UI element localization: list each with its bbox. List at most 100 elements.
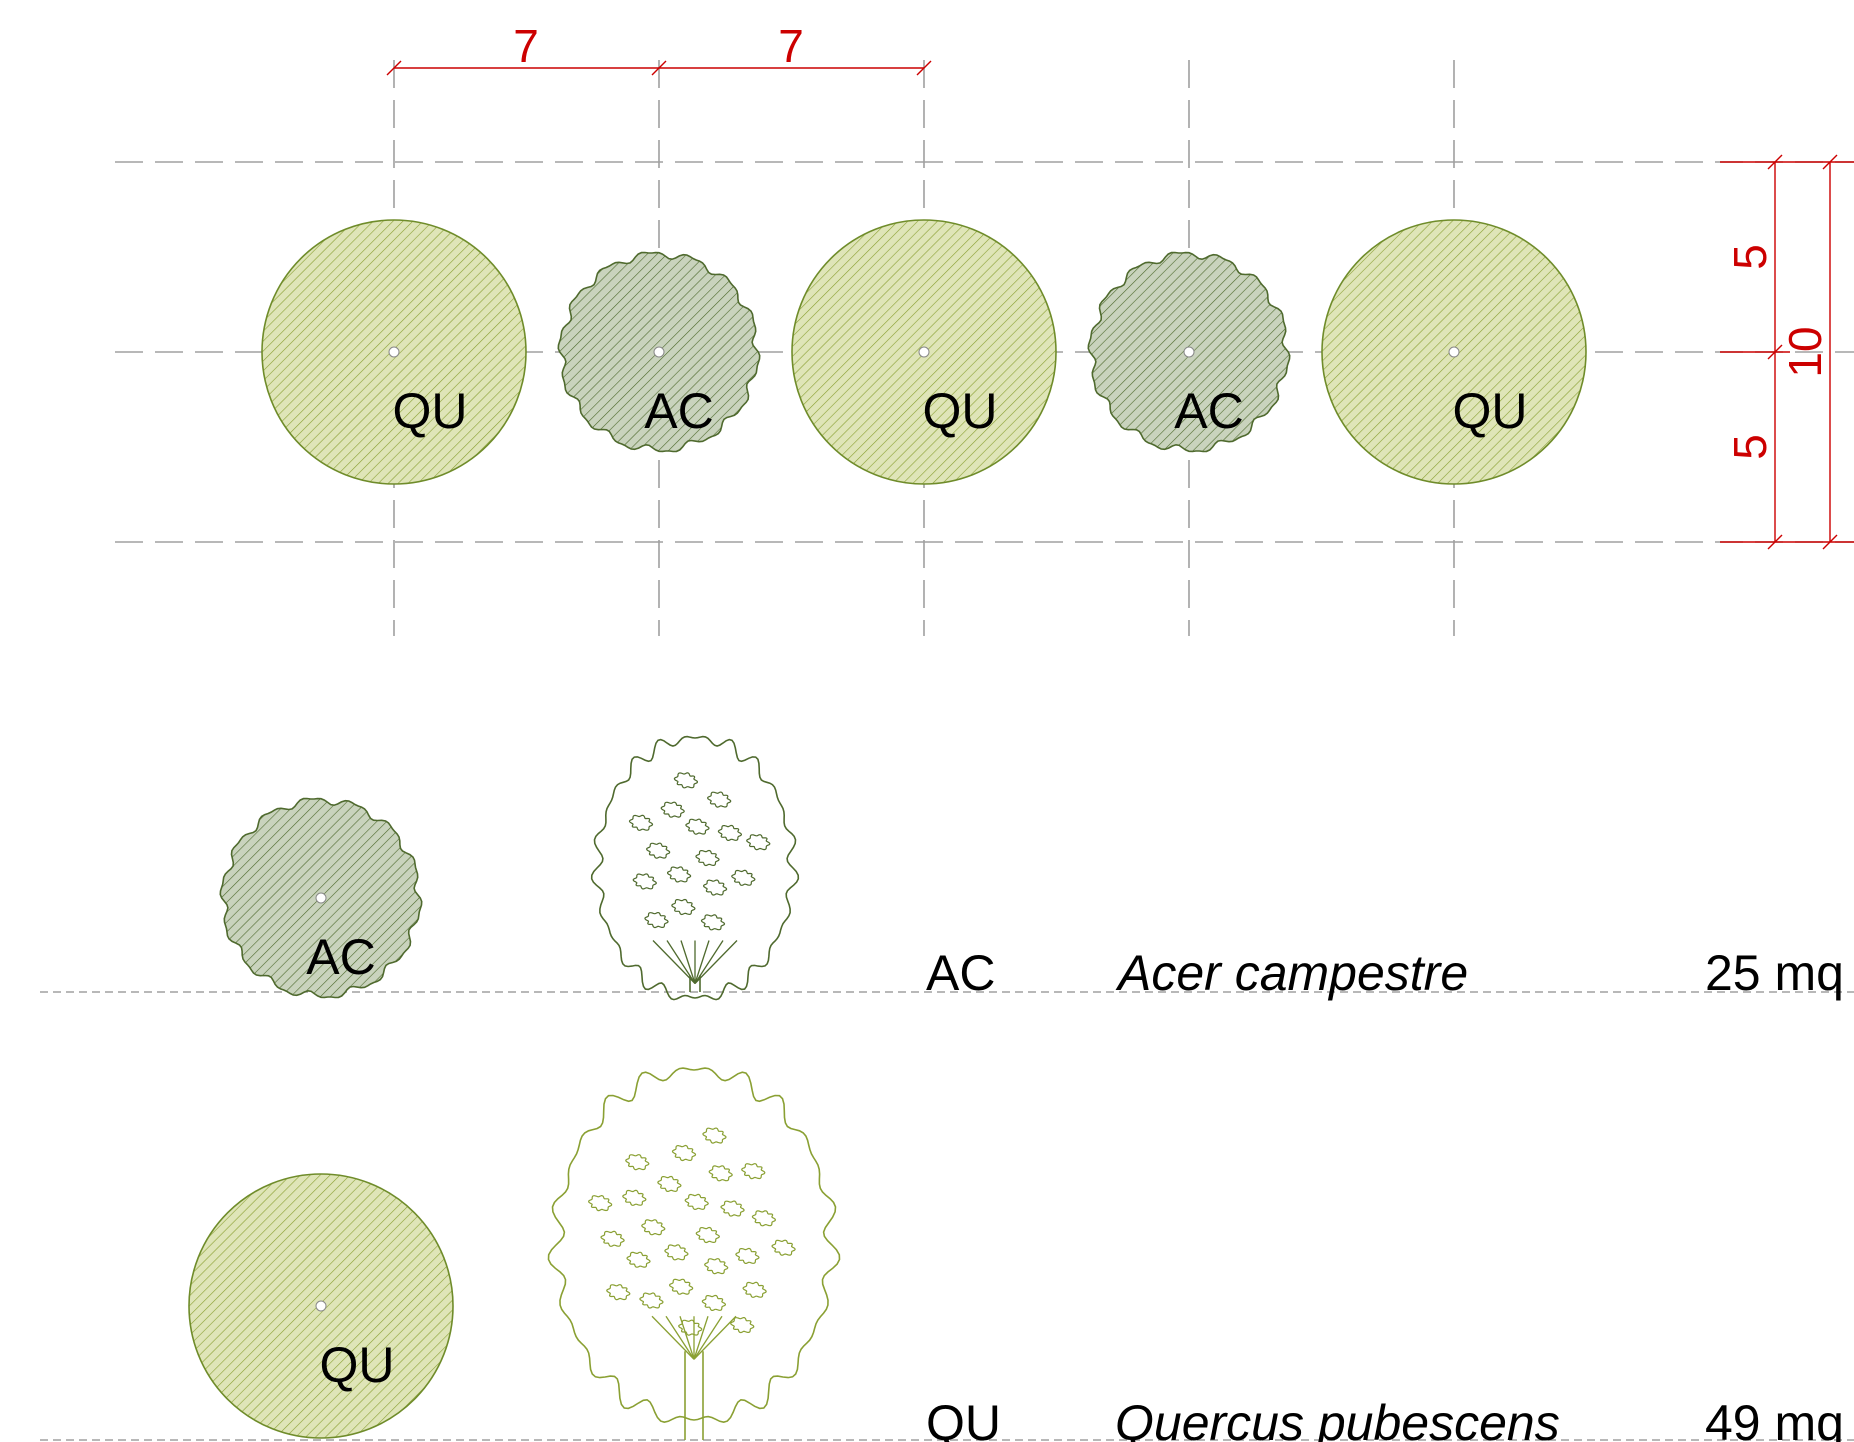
elevation-branch [694,940,710,984]
elevation-leaf-cluster [646,842,671,859]
elevation-leaf-cluster [671,898,696,916]
legend-code: AC [926,945,995,1001]
legend-area: 49 mq [1705,1395,1844,1442]
plan-row: QU AC QU AC QU [261,219,1587,485]
trunk-marker [315,892,327,904]
elevation-leaf-cluster [695,849,720,867]
elevation-leaf-cluster [742,1281,767,1298]
elevation-leaf-cluster [673,772,698,789]
maple-plan-symbol: AC [557,251,761,453]
elevation-leaf-cluster [702,1127,727,1144]
elevation-leaf-cluster [657,1175,682,1193]
spacing-label-right: 7 [778,20,804,72]
elevation-leaf-cluster [669,1278,694,1295]
elevation-leaf-cluster [644,912,669,929]
legend-area: 25 mq [1705,945,1844,1001]
elevation-branch [652,940,696,984]
elevation-leaf-cluster [704,1258,729,1275]
elevation-leaf-cluster [735,1247,760,1264]
trunk-marker [388,346,400,358]
elevation-leaf-cluster [639,1292,664,1309]
elevation-leaf-cluster [730,1317,755,1334]
elevation-branch [693,1316,709,1360]
elevation-leaf-cluster [606,1284,631,1301]
legend-plan-symbol: QU [188,1173,454,1439]
trunk-marker [653,346,665,358]
elevation-leaf-cluster [600,1230,625,1247]
elevation-leaf-cluster [667,866,692,883]
elevation-branch [693,1315,723,1360]
legend-row-quercus: QU QU Quercus pubescens 49 mq [188,1067,1844,1442]
half-label-bottom: 5 [1724,434,1776,460]
trunk-marker [1183,346,1195,358]
half-tick-center [1767,344,1783,360]
elevation-leaf-cluster [707,791,732,808]
elevation-leaf-cluster [731,869,756,886]
total-label: 10 [1779,326,1831,377]
half-tick-top [1767,154,1783,170]
half-label-top: 5 [1724,244,1776,270]
elevation-branch [679,1316,695,1360]
elevation-branch [693,1315,737,1360]
elevation-crown [590,735,800,1001]
elevation-leaf-cluster [741,1163,766,1180]
elevation-leaf-cluster [771,1239,796,1256]
elevation-branch [665,1315,695,1360]
elevation-leaf-cluster [684,1193,709,1210]
elevation-branch [651,1315,695,1360]
tree-tag: QU [393,383,468,439]
species-legend: AC AC Acer campestre 25 mq QU QU Quercus… [40,735,1854,1442]
legend-code: QU [926,1395,1001,1442]
tree-tag: QU [923,383,998,439]
trunk-marker [918,346,930,358]
total-tick-bottom [1822,534,1838,550]
elevation-branch [694,940,738,984]
trunk-marker [315,1300,327,1312]
legend-row-acer: AC AC Acer campestre 25 mq [219,735,1844,1001]
legend-plan-symbol: AC [219,797,423,999]
tree-tag: QU [1453,383,1528,439]
elevation-branch [680,940,696,984]
elevation-leaf-cluster [695,1226,720,1244]
legend-species: Quercus pubescens [1115,1395,1560,1442]
total-tick-top [1822,154,1838,170]
maple-plan-symbol: AC [1087,251,1291,453]
spacing-dimensions: 7 7 [386,20,932,76]
elevation-leaf-cluster [717,824,742,841]
spacing-tick-3 [916,60,932,76]
elevation-crown [547,1067,841,1424]
elevation-leaf-cluster [685,818,710,835]
elevation-leaf-cluster [751,1210,776,1227]
oak-plan-symbol: QU [1321,219,1587,485]
elevation-leaf-cluster [625,1154,650,1171]
width-dimensions: 5 5 10 [1720,154,1854,550]
elevation-leaf-cluster [700,914,726,931]
legend-species: Acer campestre [1115,945,1468,1001]
spacing-tick-1 [386,60,402,76]
elevation-leaf-cluster [720,1200,745,1217]
maple-plan-symbol: AC [219,797,423,999]
oak-plan-symbol: QU [791,219,1057,485]
oak-elevation-icon [547,1067,841,1440]
half-tick-bottom [1767,534,1783,550]
tree-tag: AC [644,383,713,439]
elevation-leaf-cluster [632,873,657,890]
elevation-leaf-cluster [628,814,654,831]
trunk-marker [1448,346,1460,358]
elevation-leaf-cluster [664,1244,689,1261]
tree-tag: QU [320,1337,395,1393]
spacing-label-left: 7 [513,20,539,72]
elevation-leaf-cluster [660,801,685,818]
elevation-leaf-cluster [622,1189,647,1206]
elevation-leaf-cluster [746,834,771,851]
elevation-leaf-cluster [588,1195,613,1212]
tree-tag: AC [306,929,375,985]
oak-plan-symbol: QU [188,1173,454,1439]
elevation-leaf-cluster [626,1251,651,1268]
elevation-leaf-cluster [703,879,728,896]
elevation-leaf-cluster [641,1219,666,1236]
maple-elevation-icon [590,735,800,1001]
elevation-leaf-cluster [708,1165,733,1182]
elevation-leaf-cluster [671,1144,697,1162]
